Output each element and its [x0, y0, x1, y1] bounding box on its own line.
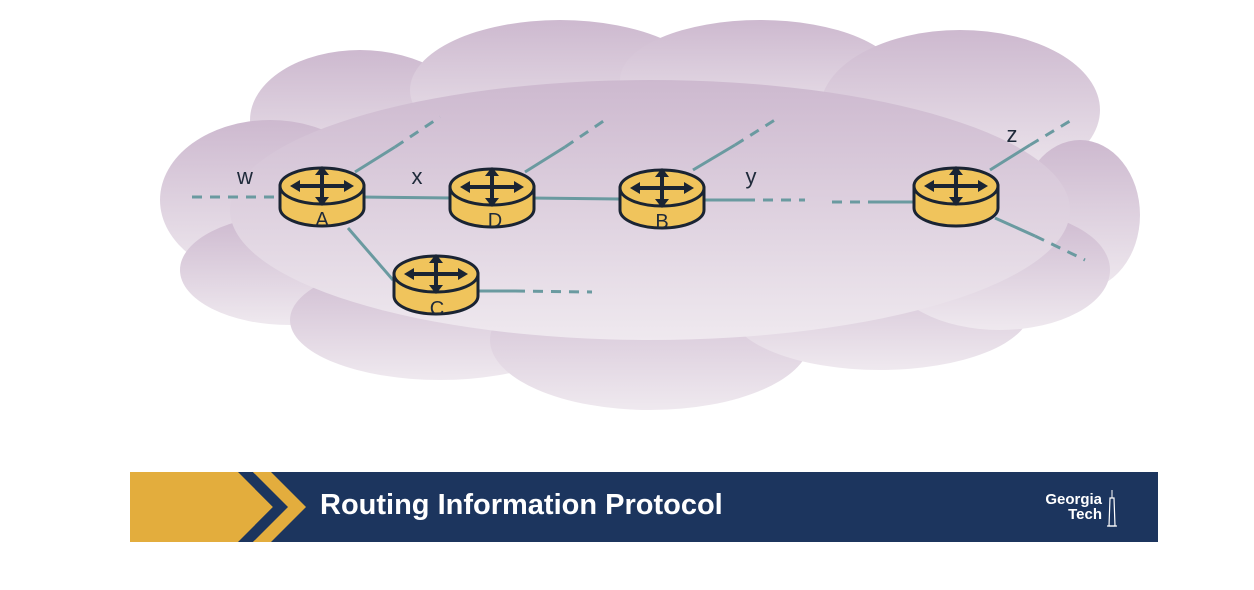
tech-tower-icon: [1107, 490, 1117, 527]
link-e-down-dash: [1034, 234, 1086, 262]
router-label-a: A: [315, 209, 329, 231]
router-label-c: C: [430, 298, 444, 320]
router-label-d: D: [488, 210, 502, 232]
link-a-up-dash: [394, 115, 441, 149]
network-label-x: x: [412, 164, 423, 189]
link-b-up: [692, 143, 736, 172]
link-d-b: [529, 196, 621, 201]
link-b-up-dash: [734, 116, 779, 147]
link-a-up: [354, 145, 396, 174]
link-a-d: [359, 195, 453, 200]
logo-line-2: Tech: [1068, 506, 1102, 523]
network-label-y: y: [746, 164, 757, 189]
title-banner: Routing Information Protocol Georgia Tec…: [130, 472, 1158, 542]
logo-line-1: Georgia: [1045, 491, 1102, 508]
router-e: [912, 164, 1000, 228]
chevron-icon: [130, 472, 306, 542]
link-e-up-dash: [1029, 116, 1076, 147]
link-a-c: [346, 227, 395, 281]
link-d-up-dash: [564, 116, 609, 149]
links: [192, 115, 1086, 294]
link-c-dash: [514, 289, 593, 294]
georgia-tech-logo: Georgia Tech: [1028, 490, 1118, 528]
network-label-z: z: [1007, 122, 1018, 147]
slide-title: Routing Information Protocol: [320, 489, 723, 521]
link-d-up: [524, 145, 566, 174]
link-e-up: [989, 143, 1031, 172]
network-label-w: w: [236, 164, 253, 189]
router-label-b: B: [655, 211, 668, 233]
link-e-down: [994, 216, 1036, 238]
